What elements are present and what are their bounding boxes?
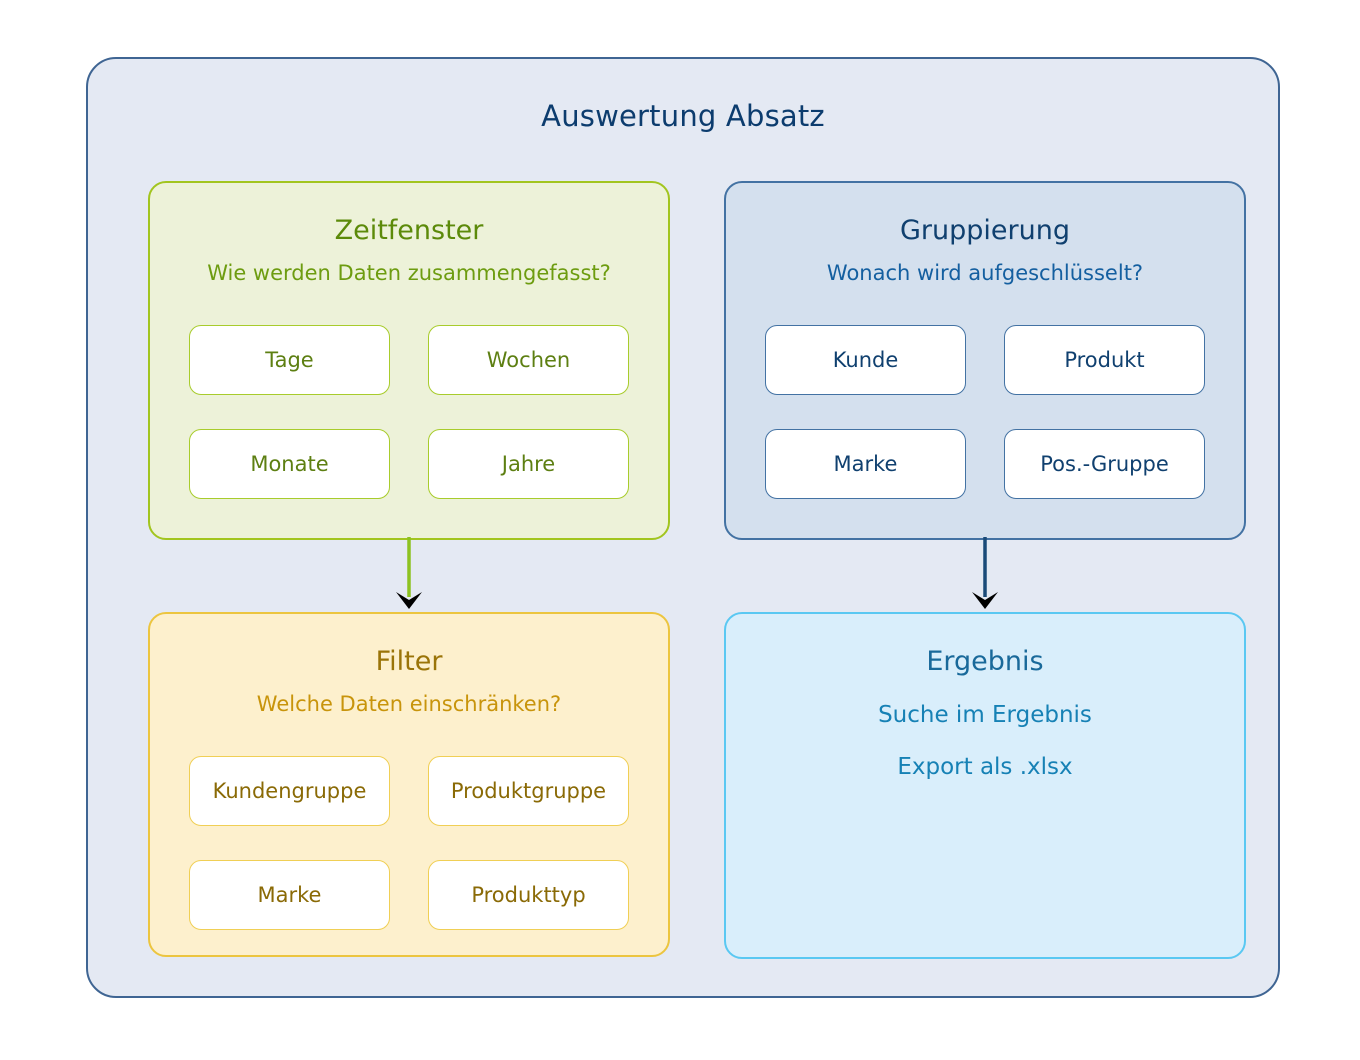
zeitfenster-option-grid: Tage Wochen Monate Jahre: [189, 325, 629, 499]
panel-ergebnis-title: Ergebnis: [926, 646, 1044, 677]
option-button-kundengruppe[interactable]: Kundengruppe: [189, 756, 390, 826]
option-button-kunde[interactable]: Kunde: [765, 325, 966, 395]
panel-zeitfenster: Zeitfenster Wie werden Daten zusammengef…: [148, 181, 670, 540]
option-button-produkt[interactable]: Produkt: [1004, 325, 1205, 395]
panel-ergebnis: Ergebnis Suche im Ergebnis Export als .x…: [724, 612, 1246, 959]
gruppierung-option-grid: Kunde Produkt Marke Pos.-Gruppe: [765, 325, 1205, 499]
option-button-produktgruppe[interactable]: Produktgruppe: [428, 756, 629, 826]
panel-zeitfenster-subtitle: Wie werden Daten zusammengefasst?: [207, 261, 611, 285]
option-button-wochen[interactable]: Wochen: [428, 325, 629, 395]
ergebnis-action-list: Suche im Ergebnis Export als .xlsx: [726, 702, 1244, 806]
option-button-jahre[interactable]: Jahre: [428, 429, 629, 499]
option-button-tage[interactable]: Tage: [189, 325, 390, 395]
option-button-marke-filter[interactable]: Marke: [189, 860, 390, 930]
panel-gruppierung: Gruppierung Wonach wird aufgeschlüsselt?…: [724, 181, 1246, 540]
ergebnis-action-export[interactable]: Export als .xlsx: [897, 754, 1073, 780]
ergebnis-action-suche[interactable]: Suche im Ergebnis: [878, 702, 1092, 728]
page-title: Auswertung Absatz: [541, 99, 825, 133]
auswertung-absatz-container: Auswertung Absatz Zeitfenster Wie werden…: [86, 57, 1280, 998]
filter-option-grid: Kundengruppe Produktgruppe Marke Produkt…: [189, 756, 629, 930]
panel-filter-subtitle: Welche Daten einschränken?: [256, 692, 562, 716]
option-button-marke[interactable]: Marke: [765, 429, 966, 499]
arrow-gruppierung-to-ergebnis: [972, 537, 998, 609]
panel-zeitfenster-title: Zeitfenster: [334, 215, 484, 246]
panel-gruppierung-title: Gruppierung: [900, 215, 1070, 246]
panel-filter: Filter Welche Daten einschränken? Kunden…: [148, 612, 670, 957]
option-button-monate[interactable]: Monate: [189, 429, 390, 499]
option-button-pos-gruppe[interactable]: Pos.-Gruppe: [1004, 429, 1205, 499]
panel-gruppierung-subtitle: Wonach wird aufgeschlüsselt?: [826, 261, 1144, 285]
arrow-zeitfenster-to-filter: [396, 537, 422, 609]
option-button-produkttyp[interactable]: Produkttyp: [428, 860, 629, 930]
panel-filter-title: Filter: [375, 646, 443, 677]
